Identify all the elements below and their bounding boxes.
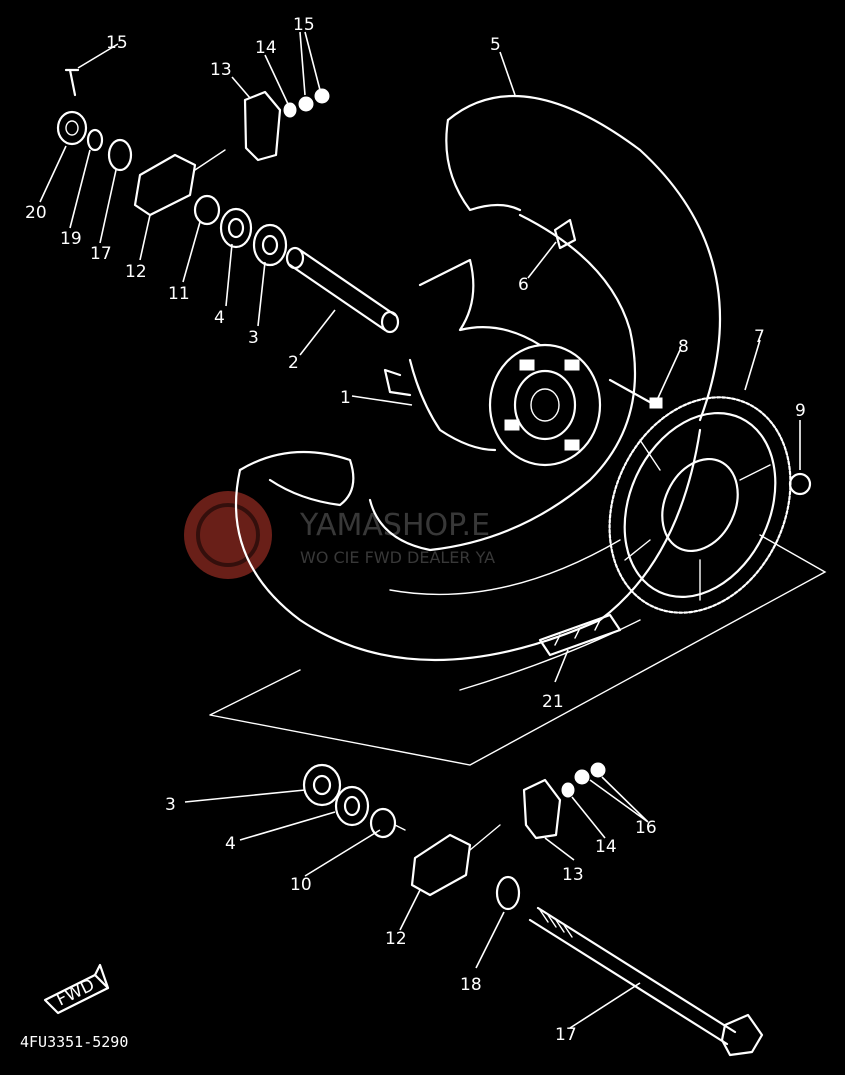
callout-12-upper: 12 (125, 262, 147, 282)
callout-3-upper: 3 (248, 328, 259, 348)
callout-9: 9 (795, 401, 806, 421)
nut-part-15-upper (298, 88, 330, 112)
callout-20: 15 (106, 33, 128, 53)
callout-13-upper: 13 (210, 60, 232, 80)
collar-part-11 (193, 194, 221, 226)
callout-1: 1 (340, 388, 351, 408)
callout-10: 10 (290, 875, 312, 895)
callout-4-upper: 4 (214, 308, 225, 328)
seal-part-4-upper (219, 207, 253, 249)
washer-part-18 (86, 128, 104, 152)
watermark-line2: WO CIE FWD DEALER YA (300, 548, 495, 567)
callout-5: 5 (490, 35, 501, 55)
chain-puller-part-13-lower (522, 778, 562, 840)
washer-part-17-lower (495, 875, 521, 911)
cotter-pin-part-20 (64, 68, 80, 97)
callout-14-upper: 14 (255, 38, 277, 58)
collar-part-10 (369, 807, 406, 839)
adjuster-part-12-upper (133, 149, 226, 217)
callout-14-lower: 14 (595, 837, 617, 857)
nut-part-14-lower (561, 782, 575, 798)
callout-15-upper: 15 (293, 15, 315, 35)
callout-4-lower: 4 (225, 834, 236, 854)
hub (488, 343, 602, 467)
callout-8: 8 (678, 337, 689, 357)
leader-lines (39, 31, 801, 1029)
callout-labels: 15 15 14 13 5 20 19 17 12 11 4 3 2 1 6 8… (25, 15, 806, 1045)
callout-6: 6 (518, 275, 529, 295)
callout-13-lower: 13 (562, 865, 584, 885)
callout-16: 17 (555, 1025, 577, 1045)
callout-17-lower: 18 (460, 975, 482, 995)
collar-part-2 (285, 246, 400, 334)
spoke-lug (383, 368, 412, 397)
fwd-arrow-icon: FWD (43, 963, 110, 1015)
tire-section-bottom (238, 450, 355, 507)
spoke-left (408, 358, 497, 452)
rim-edge-line (389, 539, 621, 596)
callout-19: 20 (25, 203, 47, 223)
callout-7: 7 (754, 327, 765, 347)
nut-part-9 (788, 472, 812, 496)
callout-2: 2 (288, 353, 299, 373)
rim-inner (368, 213, 636, 552)
callout-17-upper: 17 (90, 244, 112, 264)
tire-outer-lower (234, 428, 702, 661)
ground-outline (209, 534, 827, 766)
callout-11: 11 (168, 284, 190, 304)
callout-18: 19 (60, 229, 82, 249)
seal-part-4-lower (334, 785, 370, 827)
callout-15-lower: 16 (635, 818, 657, 838)
bearing-part-3-lower (302, 763, 342, 807)
sprocket-part-7 (608, 396, 792, 614)
nut-part-15-lower (574, 762, 606, 785)
watermark-line1: YAMASHOP.E (299, 508, 490, 543)
axle-part-16 (528, 906, 764, 1057)
valve-part-6 (553, 218, 577, 250)
wheel-assembly (234, 94, 722, 691)
callout-21: 21 (542, 692, 564, 712)
tire-outer-upper (446, 94, 722, 422)
chain-puller-part-13-upper (243, 90, 282, 162)
part-code: 4FU3351-5290 (20, 1033, 128, 1051)
bolt-part-8 (608, 378, 663, 409)
washer-part-17-upper (107, 138, 133, 172)
callout-3-lower: 3 (165, 795, 176, 815)
chain-part-21 (538, 613, 622, 657)
tire-section-top (445, 118, 522, 212)
watermark: YAMASHOP.E WO CIE FWD DEALER YA (184, 491, 495, 579)
adjuster-part-12-lower (410, 824, 501, 897)
spoke-upper (418, 258, 542, 347)
nut-part-19 (56, 110, 88, 146)
bearing-part-3-upper (252, 223, 288, 267)
nut-part-14-upper (283, 102, 297, 118)
callout-12-lower: 12 (385, 929, 407, 949)
